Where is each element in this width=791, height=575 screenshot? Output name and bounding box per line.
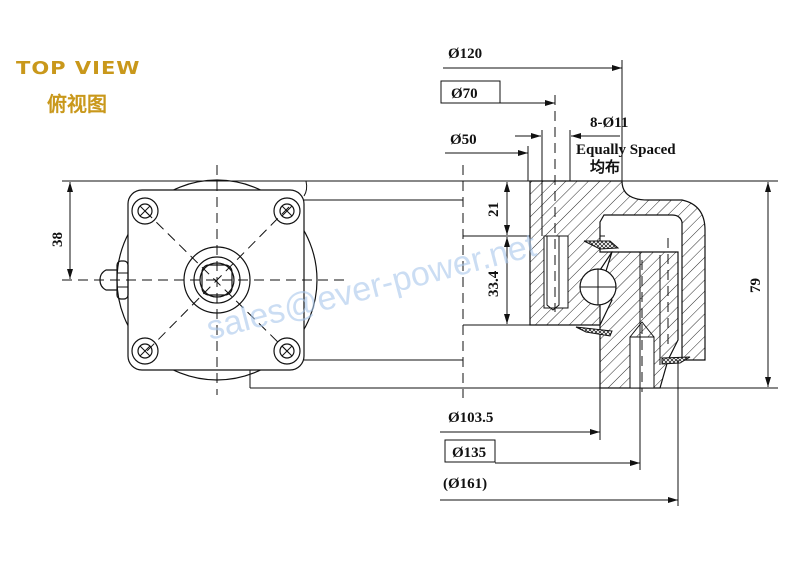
- equally-spaced-label-zh: 均布: [590, 158, 620, 176]
- top-view-title-zh: 俯视图: [47, 92, 107, 116]
- bottom-dimensions: Ø103.5 Ø135 (Ø161): [440, 360, 679, 506]
- center-hub: [183, 246, 251, 314]
- dim-79: 79: [748, 278, 764, 293]
- dim-38: 38: [50, 232, 66, 247]
- section-view-drawing: [463, 95, 706, 392]
- bolt-holes: [131, 197, 301, 365]
- dim-d135: Ø135: [452, 445, 486, 461]
- dim-d161: (Ø161): [443, 476, 487, 492]
- grease-nipple-icon: [99, 260, 129, 300]
- outer-ring-section: [529, 180, 706, 361]
- dim-33-4: 33.4: [486, 270, 502, 297]
- seal-top: [583, 240, 620, 250]
- dim-8-d11: 8-Ø11: [590, 115, 628, 131]
- dim-d120: Ø120: [448, 46, 482, 62]
- dim-21: 21: [486, 202, 502, 217]
- seal-right: [661, 356, 691, 365]
- seal-bottom: [575, 326, 613, 337]
- equally-spaced-label: Equally Spaced: [576, 142, 676, 158]
- dim-d70: Ø70: [451, 86, 478, 102]
- dim-d103-5: Ø103.5: [448, 410, 493, 426]
- top-view-title: TOP VIEW: [16, 58, 141, 79]
- top-view-drawing: 38: [50, 165, 463, 395]
- dim-d50: Ø50: [450, 132, 477, 148]
- top-dimensions: Ø120 Ø70 8-Ø11 Equally Spaced 均布 Ø50: [440, 46, 676, 181]
